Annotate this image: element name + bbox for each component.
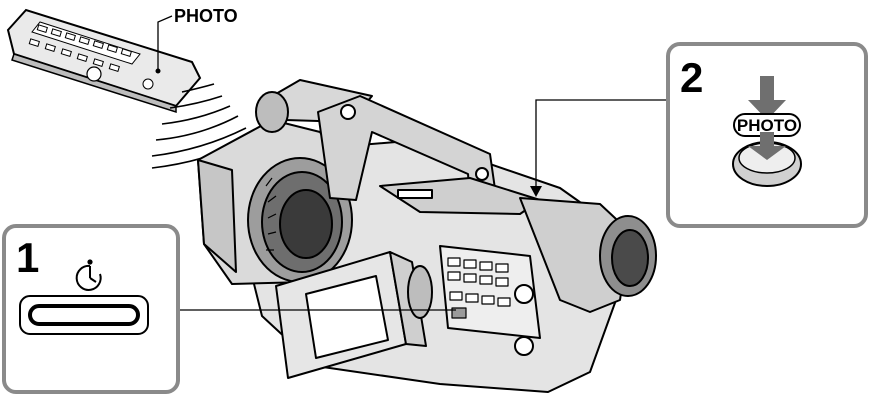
self-timer-icon (75, 259, 102, 291)
press-arrow-icon (748, 76, 786, 120)
press-arrow-icon (748, 132, 786, 160)
remote-commander (6, 8, 202, 114)
step-1-panel: 1 (2, 224, 180, 394)
callout-lines (178, 99, 668, 311)
step-2-panel: 2 PHOTO (666, 42, 868, 228)
remote-photo-label: PHOTO (174, 6, 238, 26)
self-timer-button[interactable] (19, 295, 149, 335)
step-1-number: 1 (16, 234, 39, 281)
step-2-number: 2 (680, 54, 703, 101)
camcorder (197, 79, 657, 393)
remote-photo-callout: PHOTO (157, 6, 238, 70)
pointer-arrowhead (530, 186, 542, 197)
photo-button[interactable] (732, 141, 802, 187)
photo-button-label: PHOTO (737, 116, 797, 135)
